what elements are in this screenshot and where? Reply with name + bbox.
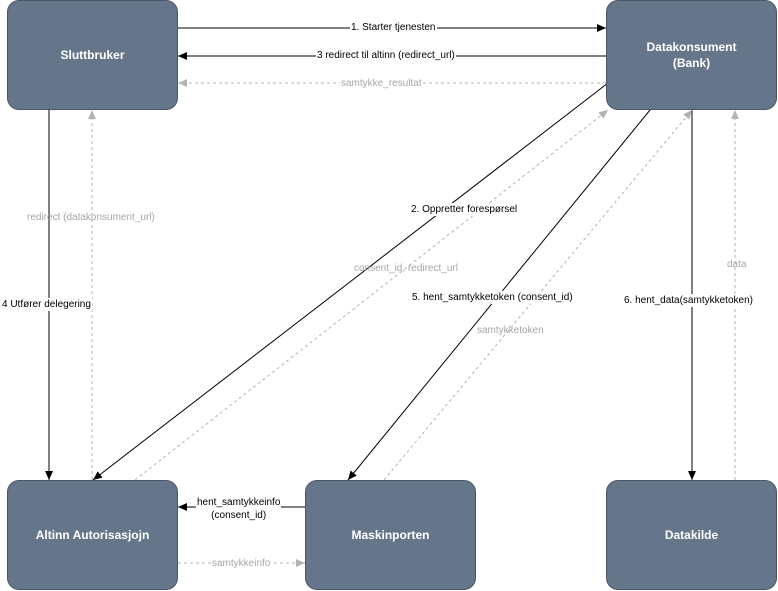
node-sluttbruker[interactable]: Sluttbruker xyxy=(7,0,178,110)
label-redirect-datakonsument: redirect (datakonsument_url) xyxy=(27,212,155,223)
edge-oppretter xyxy=(92,82,609,481)
label-hent-samtykkeinfo: hent_samtykkeinfo (consent_id) xyxy=(196,496,282,522)
label-hent-data: 6. hent_data(samtykketoken) xyxy=(623,294,754,307)
label-samtykketoken: samtykketoken xyxy=(477,325,544,336)
node-datakonsument[interactable]: Datakonsument (Bank) xyxy=(606,0,777,110)
node-datakilde[interactable]: Datakilde xyxy=(606,480,777,590)
label-starter: 1. Starter tjenesten xyxy=(350,21,437,34)
label-data: data xyxy=(727,259,747,270)
label-utforer: 4 Utfører delegering xyxy=(1,298,92,311)
label-redirect-altinn: 3 redirect til altinn (redirect_url) xyxy=(316,49,456,62)
label-samtykke-resultat: samtykke_resultat xyxy=(340,77,423,90)
label-consent-id-redirect: consent_id, redirect_url xyxy=(354,263,458,274)
node-altinn-autorisasjon[interactable]: Altinn Autorisasjojn xyxy=(7,480,178,590)
label-hent-samtykketoken: 5. hent_samtykketoken (consent_id) xyxy=(411,291,574,304)
label-samtykkeinfo: samtykkeinfo xyxy=(211,557,272,570)
edge-consent-id-redirect xyxy=(134,109,609,481)
node-maskinporten[interactable]: Maskinporten xyxy=(305,480,476,590)
label-oppretter: 2. Oppretter forespørsel xyxy=(410,203,519,216)
